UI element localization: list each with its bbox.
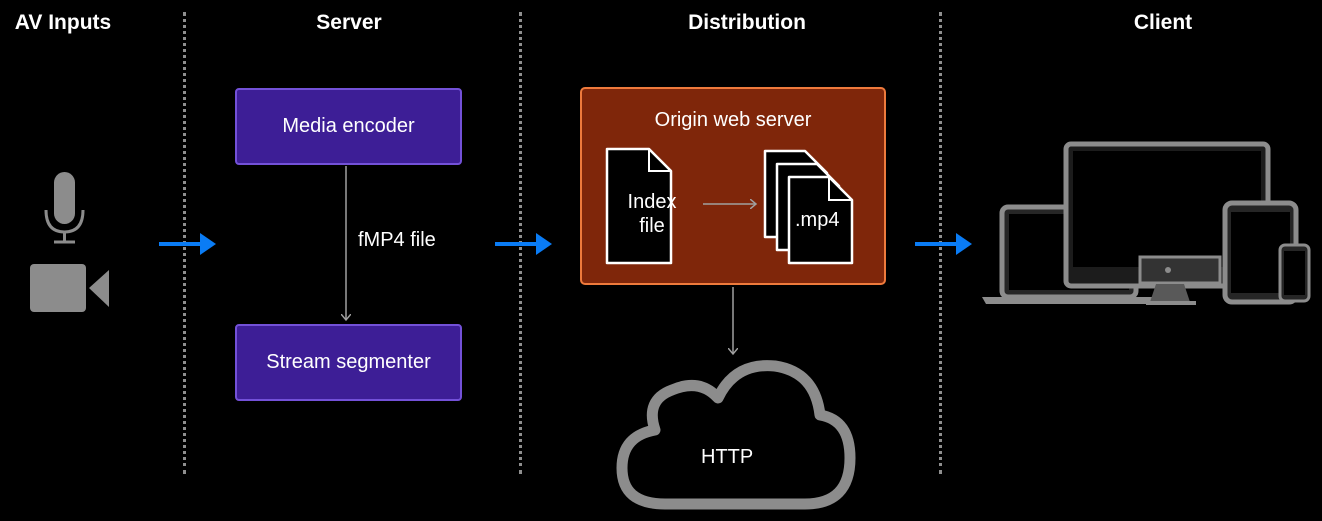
column-title-av-inputs: AV Inputs [14, 11, 112, 34]
origin-web-server-label: Origin web server [654, 109, 812, 131]
flow-arrow-server-to-distribution [495, 233, 552, 255]
file-icon [605, 147, 673, 265]
index-file-label: Index file [627, 191, 677, 237]
http-label: HTTP [701, 446, 754, 468]
stream-segmenter-label: Stream segmenter [266, 351, 431, 373]
stream-segmenter-box: Stream segmenter [235, 324, 462, 401]
flow-arrow-av-to-server [159, 233, 216, 255]
origin-web-server-box: Origin web server Index file .mp4 [580, 87, 886, 285]
microphone-icon [44, 172, 85, 244]
tablet-icon [1222, 200, 1299, 305]
cloud-icon [616, 360, 856, 510]
flow-arrow-distribution-to-client [915, 233, 972, 255]
column-title-distribution: Distribution [688, 11, 806, 34]
media-encoder-box: Media encoder [235, 88, 462, 165]
media-encoder-label: Media encoder [282, 115, 415, 137]
column-title-server: Server [316, 11, 382, 34]
video-camera-icon [30, 264, 109, 312]
column-title-client: Client [1133, 11, 1193, 34]
origin-files-graphic [605, 147, 854, 265]
fmp4-file-label: fMP4 file [358, 229, 436, 251]
phone-icon [1278, 243, 1311, 303]
mp4-file-label: .mp4 [795, 209, 840, 231]
